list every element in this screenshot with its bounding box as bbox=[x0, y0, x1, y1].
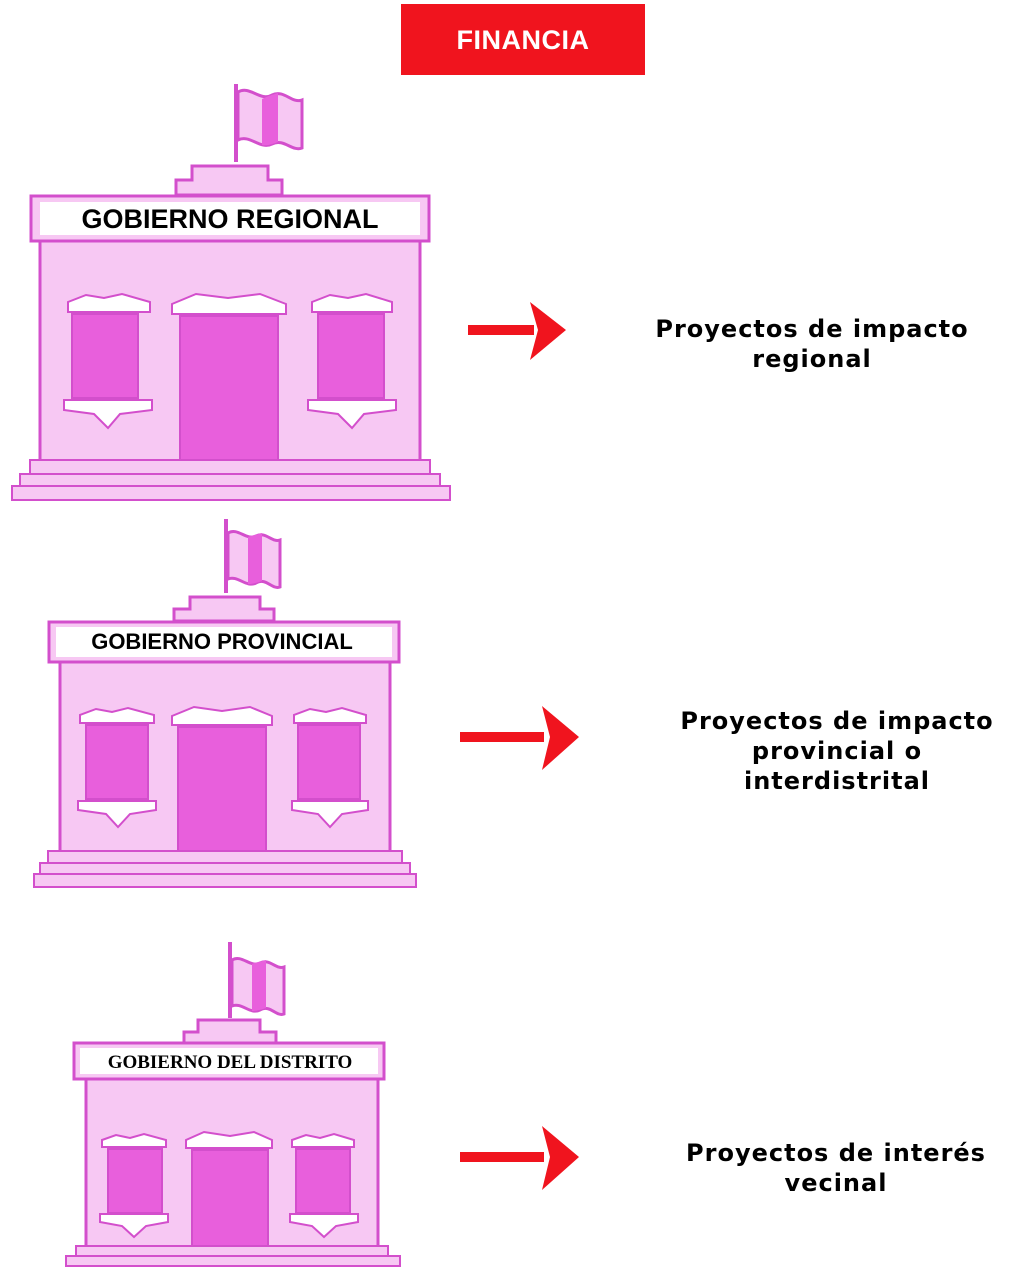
description-line: regional bbox=[752, 345, 872, 373]
header-title: FINANCIA bbox=[456, 25, 590, 55]
description-line: vecinal bbox=[784, 1169, 888, 1197]
header-financia: FINANCIA bbox=[401, 4, 645, 75]
building-label-distrito: GOBIERNO DEL DISTRITO bbox=[108, 1052, 353, 1073]
description-line: interdistrital bbox=[743, 767, 931, 795]
arrow-provincial bbox=[460, 706, 579, 770]
description-regional: Proyectos de impacto regional bbox=[620, 314, 1004, 374]
building-regional: GOBIERNO REGIONAL bbox=[11, 84, 451, 501]
arrow-regional bbox=[468, 302, 566, 360]
building-label-provincial: GOBIERNO PROVINCIAL bbox=[91, 629, 353, 654]
building-provincial: GOBIERNO PROVINCIAL bbox=[33, 519, 417, 888]
description-line: Proyectos de impacto bbox=[680, 707, 994, 735]
building-label-regional: GOBIERNO REGIONAL bbox=[81, 204, 378, 234]
arrow-distrito bbox=[460, 1126, 579, 1190]
description-line: provincial o bbox=[751, 737, 923, 765]
description-line: Proyectos de impacto bbox=[655, 315, 969, 343]
description-distrito: Proyectos de interés vecinal bbox=[655, 1138, 1017, 1198]
description-line: Proyectos de interés bbox=[686, 1139, 986, 1167]
description-provincial: Proyectos de impacto provincial o interd… bbox=[652, 706, 1022, 796]
building-distrito: GOBIERNO DEL DISTRITO bbox=[65, 942, 401, 1267]
